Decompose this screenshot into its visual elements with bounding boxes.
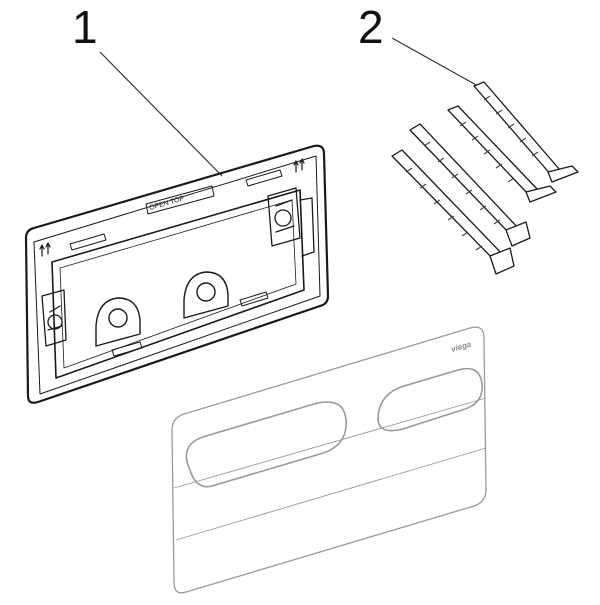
frame-label-text: OPEN TOP <box>149 195 186 212</box>
frame-slot <box>112 342 142 356</box>
actuator-plate-seam <box>176 448 486 540</box>
actuator-plate <box>172 327 486 593</box>
actuator-plate-seam <box>174 398 486 488</box>
threaded-rod <box>474 82 578 182</box>
frame-inner-edge <box>34 156 320 394</box>
actuator-plate-edge <box>172 327 486 593</box>
leader-line-rods <box>392 38 478 86</box>
frame-opening <box>52 190 304 378</box>
frame-socket-left <box>96 298 140 346</box>
threaded-rods <box>392 82 578 274</box>
frame-slot <box>246 170 282 186</box>
callout-number-frame: 1 <box>72 4 98 50</box>
mounting-frame <box>26 146 328 403</box>
leader-line-frame <box>100 52 222 176</box>
frame-right-clip <box>268 188 314 256</box>
frame-outer-edge <box>26 146 328 403</box>
plate-brand-logo: viega <box>450 339 473 353</box>
flush-button-large <box>186 402 346 487</box>
callout-number-rods: 2 <box>358 4 384 50</box>
flush-button-small <box>378 369 482 431</box>
